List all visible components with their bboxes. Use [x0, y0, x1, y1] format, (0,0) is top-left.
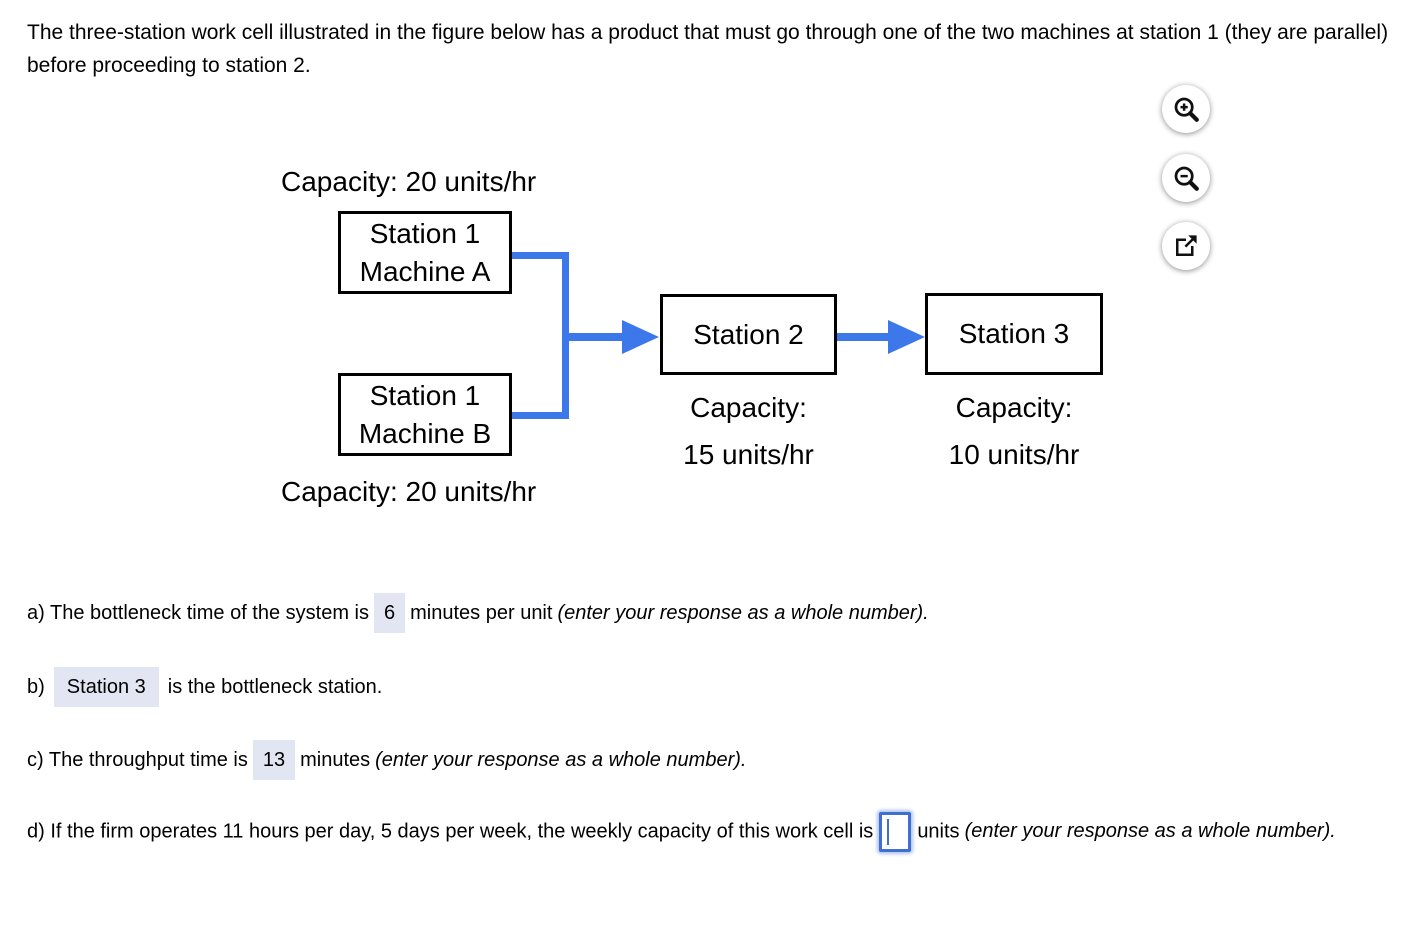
connector-vertical-merge	[562, 252, 569, 419]
question-d-units-text: units	[917, 820, 960, 843]
station3-label: Station 3	[958, 318, 1070, 349]
question-a-text: a) The bottleneck time of the system is	[27, 602, 370, 624]
zoom-in-icon	[1171, 94, 1201, 124]
station1-machine-b-line2: Machine B	[358, 417, 492, 449]
question-b: b) Station 3 is the bottleneck station.	[27, 667, 383, 707]
station3-capacity-line1: Capacity:	[955, 392, 1073, 423]
arrow-to-station3-shaft	[837, 333, 888, 341]
open-in-new-window-icon	[1171, 231, 1201, 261]
question-intro-text: The three-station work cell illustrated …	[27, 21, 1389, 77]
question-d-note: (enter your response as a whole number).	[964, 820, 1336, 843]
station1-machine-a-line1: Station 1	[369, 217, 481, 249]
connector-machine-b-horizontal	[512, 412, 568, 419]
question-d: d) If the firm operates 11 hours per day…	[27, 812, 1405, 852]
question-b-suffix-text: is the bottleneck station.	[167, 676, 383, 698]
question-a-units-text: minutes per unit	[410, 602, 553, 624]
station2-box: Station 2	[660, 294, 837, 375]
station1-machine-b-box: Station 1 Machine B	[338, 373, 512, 456]
question-c-units-text: minutes	[300, 749, 371, 771]
weekly-capacity-input[interactable]	[879, 812, 912, 852]
question-b-answer-field[interactable]: Station 3	[53, 667, 159, 707]
station2-label: Station 2	[693, 318, 804, 350]
question-c-text: c) The throughput time is	[27, 749, 248, 771]
arrow-to-station3-head-icon	[888, 320, 925, 354]
station2-capacity-line1: Capacity:	[690, 392, 807, 423]
station1-machine-a-box: Station 1 Machine A	[338, 211, 512, 294]
connector-machine-a-horizontal	[512, 252, 568, 259]
station2-capacity-label: Capacity: 15 units/hr	[652, 384, 845, 478]
question-b-text: b)	[27, 676, 45, 698]
question-a-note: (enter your response as a whole number).	[557, 602, 929, 624]
arrow-to-station2-head-icon	[622, 320, 659, 354]
station3-capacity-label: Capacity: 10 units/hr	[917, 384, 1111, 478]
zoom-out-icon	[1171, 163, 1201, 193]
open-in-new-window-button[interactable]	[1162, 222, 1210, 270]
question-d-text: d) If the firm operates 11 hours per day…	[27, 820, 874, 843]
station3-box: Station 3	[925, 293, 1103, 375]
question-c-answer-field[interactable]: 13	[252, 740, 296, 780]
question-c-note: (enter your response as a whole number).	[375, 749, 747, 771]
station1-machine-a-line2: Machine A	[359, 255, 491, 287]
capacity-label-machine-a: Capacity: 20 units/hr	[281, 166, 537, 197]
station3-capacity-line2: 10 units/hr	[948, 439, 1080, 470]
station2-capacity-line2: 15 units/hr	[683, 439, 814, 470]
arrow-to-station2-shaft	[569, 333, 622, 341]
text-cursor	[887, 819, 890, 845]
station1-machine-b-line1: Station 1	[369, 379, 481, 411]
zoom-out-button[interactable]	[1162, 154, 1210, 202]
question-a-answer-field[interactable]: 6	[374, 593, 406, 633]
zoom-in-button[interactable]	[1162, 85, 1210, 133]
capacity-label-machine-b: Capacity: 20 units/hr	[281, 476, 537, 507]
